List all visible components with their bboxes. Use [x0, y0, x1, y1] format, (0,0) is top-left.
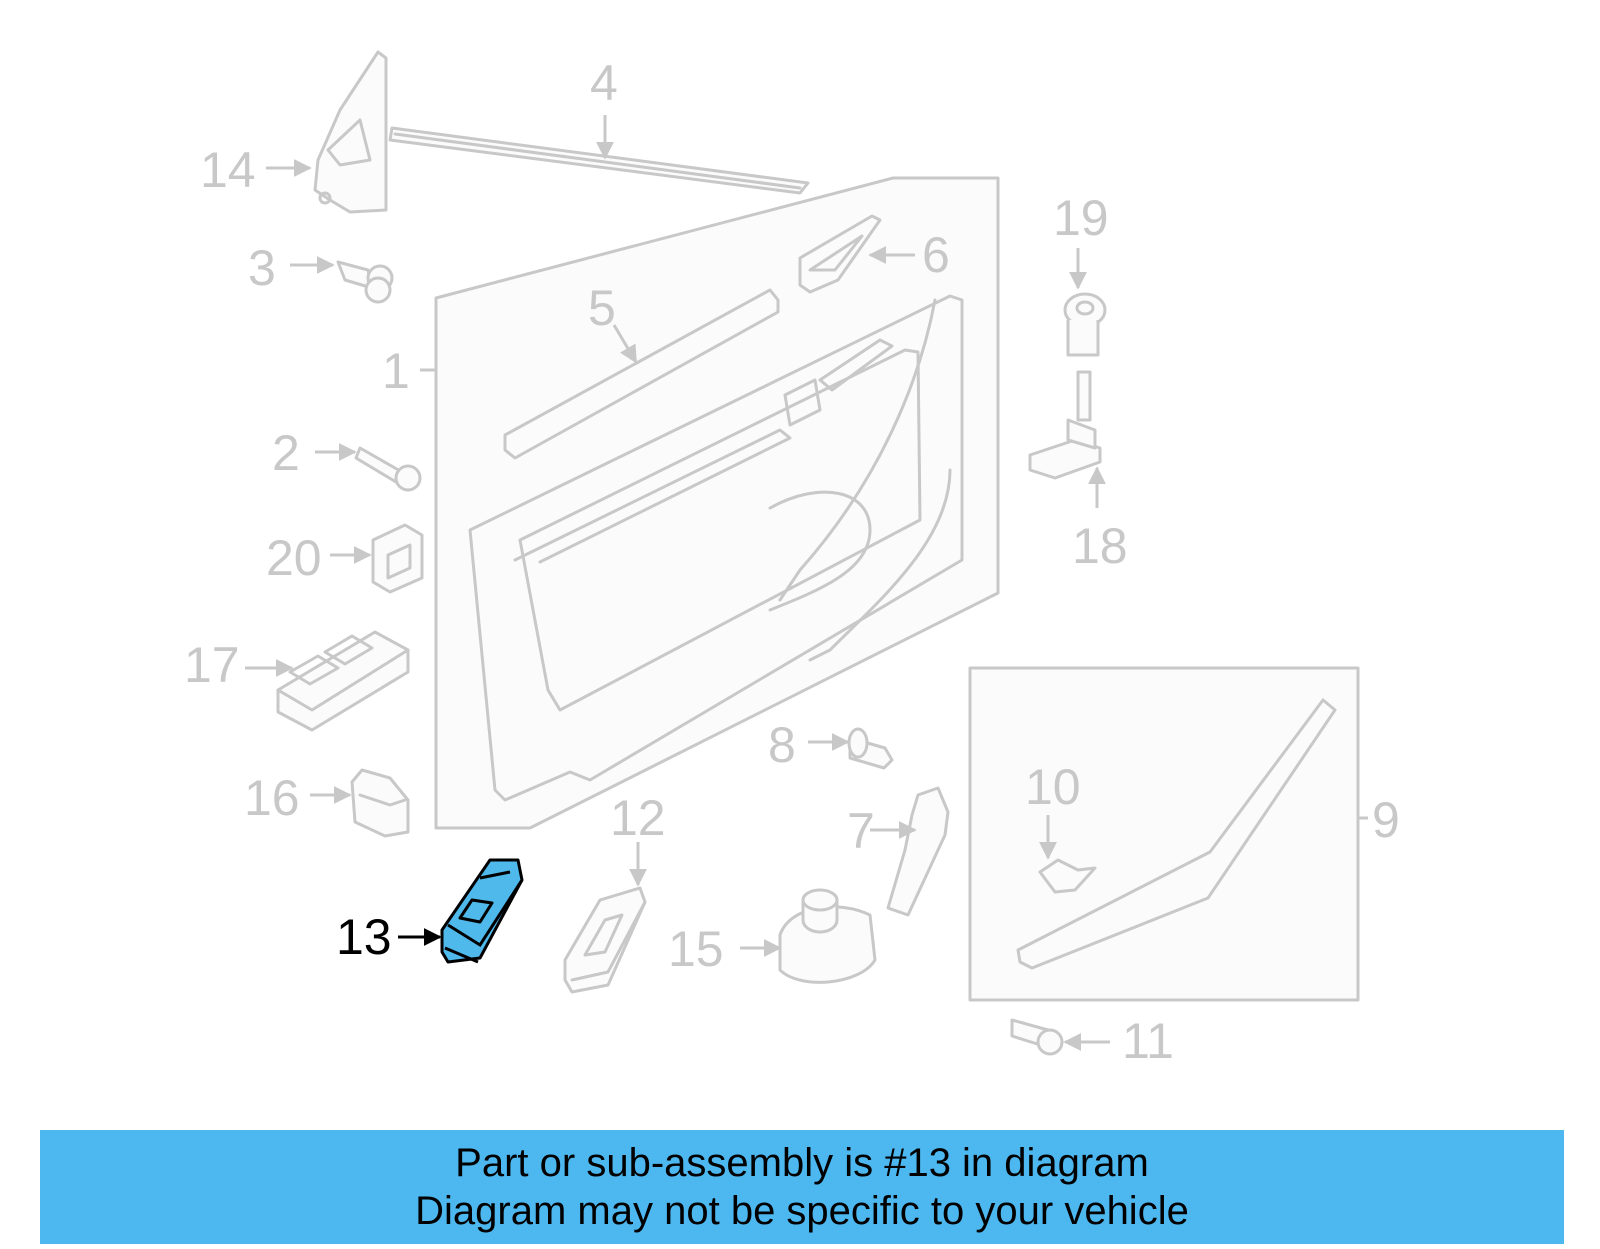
callout-7: 7: [847, 803, 875, 859]
callout-4: 4: [590, 55, 618, 111]
banner-line-1: Part or sub-assembly is #13 in diagram: [455, 1141, 1149, 1185]
part-17-window-switch-panel: [276, 630, 410, 732]
callout-14: 14: [200, 142, 256, 198]
part-4-weatherstrip: [388, 126, 810, 195]
parts-diagram: 14 4 3 5 6 1 2 20 17 16 19 18 8 7 12 15 …: [184, 50, 1400, 1069]
leader-lines: [245, 115, 1368, 1051]
part-16-switch: [350, 768, 410, 838]
callout-2: 2: [272, 425, 300, 481]
part-10-clip: [1038, 858, 1097, 894]
callout-17: 17: [184, 637, 240, 693]
callout-15: 15: [668, 921, 724, 977]
part-12-switch: [563, 886, 647, 994]
part-5-trim-strip: [503, 288, 780, 460]
part-9-trim-group: [968, 666, 1360, 1002]
part-20-switch: [371, 523, 424, 594]
callout-6: 6: [922, 227, 950, 283]
part-15-knob-unit: [778, 888, 877, 984]
callout-13: 13: [336, 909, 392, 965]
part-7-bracket: [886, 786, 950, 917]
part-19-grommet: [1063, 292, 1107, 357]
part-13-highlighted-switch: [440, 858, 524, 964]
part-14-mirror-cover: [313, 50, 388, 214]
part-2-bolt: [354, 446, 422, 492]
part-18-connector: [1028, 370, 1102, 480]
callout-16: 16: [244, 770, 300, 826]
part-11-screw: [1010, 1018, 1064, 1056]
part-3-clip: [336, 260, 394, 304]
callout-19: 19: [1053, 190, 1109, 246]
callout-18: 18: [1072, 518, 1128, 574]
part-6-handle-bezel: [798, 214, 882, 294]
callout-8: 8: [768, 717, 796, 773]
part-8-screw: [847, 727, 894, 770]
callout-20: 20: [266, 530, 322, 586]
banner-line-2: Diagram may not be specific to your vehi…: [415, 1189, 1189, 1233]
info-banner: Part or sub-assembly is #13 in diagram D…: [40, 1130, 1564, 1244]
callout-10: 10: [1025, 759, 1081, 815]
callout-1: 1: [382, 343, 410, 399]
callout-3: 3: [248, 240, 276, 296]
callout-12: 12: [610, 790, 666, 846]
part-1-door-panel: [434, 176, 1000, 830]
callout-5: 5: [588, 280, 616, 336]
callout-9: 9: [1372, 792, 1400, 848]
callout-11: 11: [1122, 1013, 1174, 1069]
